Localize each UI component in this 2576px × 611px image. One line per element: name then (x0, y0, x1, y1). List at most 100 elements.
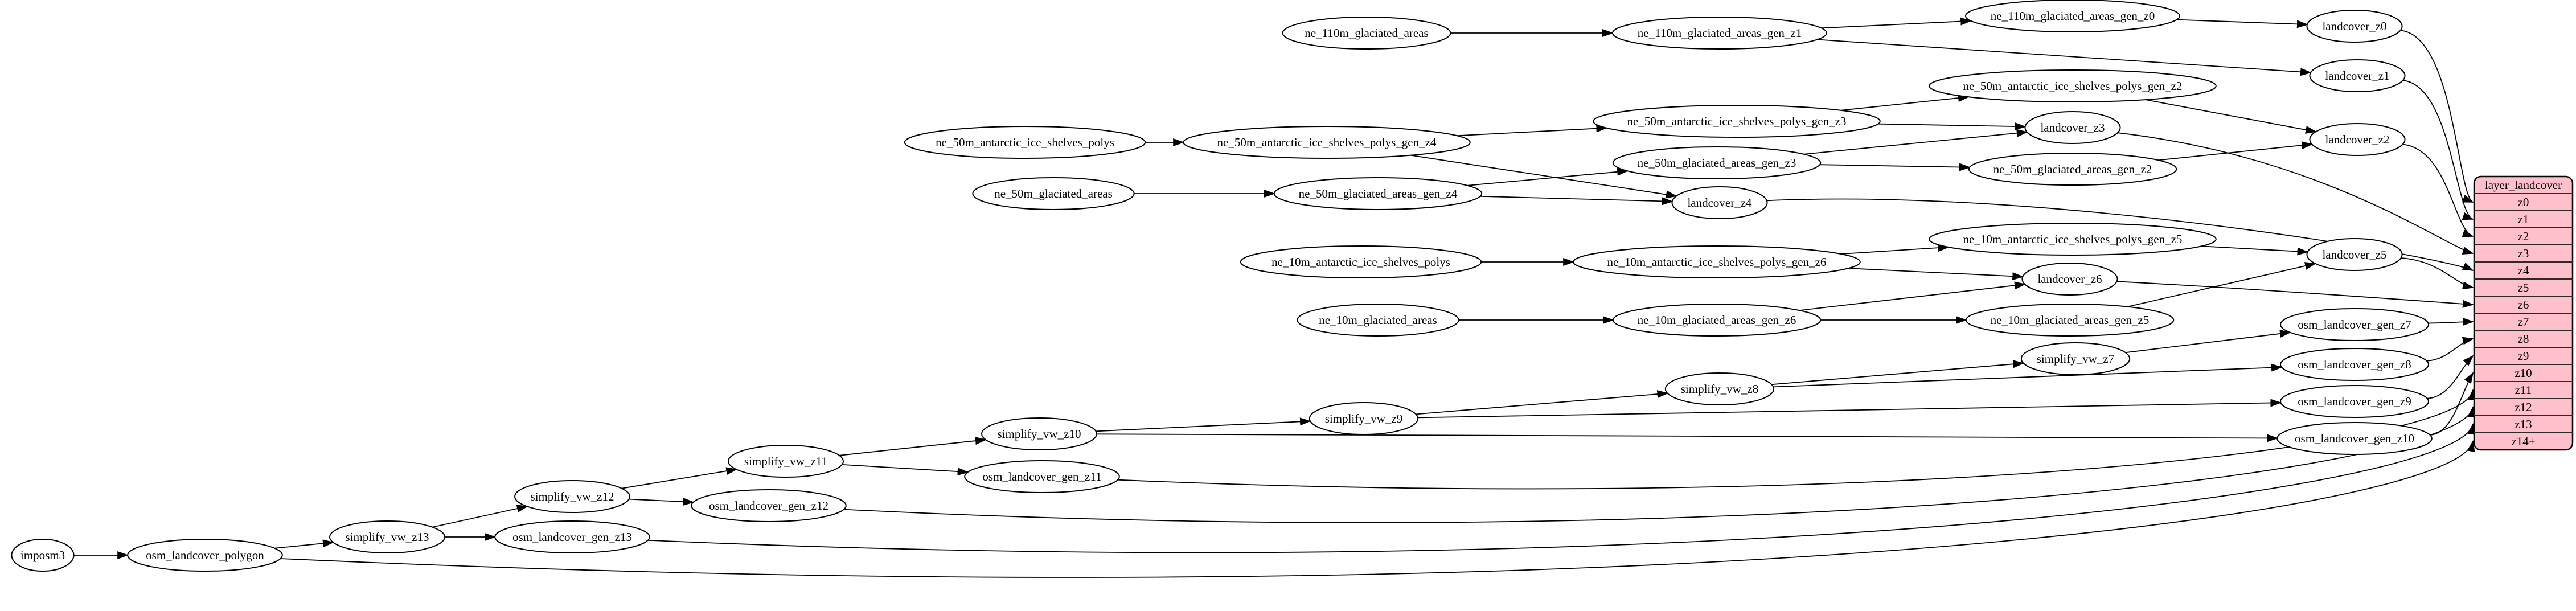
edge-ne_10m_antarctic_ice_shelves_polys_gen_z6-to-ne_10m_antarctic_ice_shelves_polys_gen_z5 (1841, 244, 1950, 255)
node-label-ne_110m_glaciated_areas: ne_110m_glaciated_areas (1305, 26, 1428, 40)
edge-landcover_z6-to-layer-row-z6 (2116, 281, 2474, 308)
node-label-ne_110m_glaciated_areas_gen_z1: ne_110m_glaciated_areas_gen_z1 (1638, 26, 1802, 40)
table-layer: layer_landcoverz0z1z2z3z4z5z6z7z8z9z10z1… (2473, 175, 2574, 451)
node-label-simplify_vw_z7: simplify_vw_z7 (2037, 352, 2115, 366)
table-row-z2: z2 (2518, 229, 2529, 243)
node-simplify_vw_z10: simplify_vw_z10 (981, 417, 1097, 450)
node-ne_50m_antarctic_ice_shelves_polys_gen_z3: ne_50m_antarctic_ice_shelves_polys_gen_z… (1593, 105, 1881, 138)
node-landcover_z4: landcover_z4 (1671, 186, 1768, 219)
node-label-osm_landcover_gen_z7: osm_landcover_gen_z7 (2298, 318, 2411, 331)
node-label-osm_landcover_gen_z12: osm_landcover_gen_z12 (709, 499, 828, 512)
edge-landcover_z4-to-layer-row-z4 (1766, 198, 2474, 271)
node-osm_landcover_gen_z13: osm_landcover_gen_z13 (494, 520, 650, 553)
node-ne_50m_glaciated_areas_gen_z2: ne_50m_glaciated_areas_gen_z2 (1968, 153, 2177, 186)
node-label-simplify_vw_z13: simplify_vw_z13 (346, 530, 429, 544)
node-ne_10m_glaciated_areas: ne_10m_glaciated_areas (1297, 304, 1459, 337)
edge-ne_50m_glaciated_areas_gen_z3-to-landcover_z3 (1804, 129, 2028, 155)
edge-simplify_vw_z8-to-osm_landcover_gen_z8 (1773, 363, 2283, 388)
node-ne_10m_glaciated_areas_gen_z6: ne_10m_glaciated_areas_gen_z6 (1612, 304, 1822, 337)
node-ellipse-osm_landcover_gen_z9 (2280, 385, 2429, 418)
node-ne_50m_glaciated_areas_gen_z3: ne_50m_glaciated_areas_gen_z3 (1612, 146, 1822, 179)
node-label-ne_50m_antarctic_ice_shelves_polys_gen_z2: ne_50m_antarctic_ice_shelves_polys_gen_z… (1963, 79, 2183, 93)
node-ellipse-ne_110m_glaciated_areas_gen_z0 (1965, 0, 2180, 32)
node-ellipse-ne_10m_antarctic_ice_shelves_polys_gen_z6 (1573, 245, 1861, 278)
node-ellipse-simplify_vw_z12 (514, 480, 630, 513)
node-ellipse-osm_landcover_gen_z12 (691, 489, 847, 522)
node-ne_10m_glaciated_areas_gen_z5: ne_10m_glaciated_areas_gen_z5 (1965, 304, 2175, 337)
node-label-landcover_z3: landcover_z3 (2040, 121, 2105, 134)
table-row-z11: z11 (2515, 383, 2532, 397)
table-row-z1: z1 (2518, 212, 2529, 226)
edge-simplify_vw_z10-to-simplify_vw_z9 (1096, 417, 1311, 432)
node-label-ne_10m_antarctic_ice_shelves_polys_gen_z6: ne_10m_antarctic_ice_shelves_polys_gen_z… (1607, 255, 1827, 269)
table-row-z0: z0 (2518, 195, 2529, 209)
edge-simplify_vw_z11-to-simplify_vw_z10 (839, 437, 987, 456)
node-ellipse-ne_10m_antarctic_ice_shelves_polys (1240, 245, 1482, 278)
node-ellipse-ne_10m_glaciated_areas (1297, 304, 1459, 337)
node-label-landcover_z6: landcover_z6 (2037, 272, 2102, 286)
node-landcover_z0: landcover_z0 (2306, 10, 2403, 43)
node-label-osm_landcover_gen_z11: osm_landcover_gen_z11 (982, 470, 1101, 483)
node-label-simplify_vw_z9: simplify_vw_z9 (1325, 412, 1403, 425)
edge-landcover_z1-to-layer-row-z1 (2402, 80, 2474, 220)
edge-simplify_vw_z13-to-simplify_vw_z12 (432, 505, 528, 528)
node-ne_110m_glaciated_areas_gen_z0: ne_110m_glaciated_areas_gen_z0 (1965, 0, 2180, 32)
edge-simplify_vw_z9-to-osm_landcover_gen_z9 (1417, 399, 2282, 419)
node-landcover_z2: landcover_z2 (2309, 123, 2406, 156)
node-ne_50m_glaciated_areas_gen_z4: ne_50m_glaciated_areas_gen_z4 (1273, 177, 1483, 210)
node-osm_landcover_gen_z12: osm_landcover_gen_z12 (691, 489, 847, 522)
table-row-z4: z4 (2518, 264, 2529, 277)
node-ellipse-landcover_z2 (2309, 123, 2406, 156)
edge-simplify_vw_z7-to-osm_landcover_gen_z7 (2125, 330, 2291, 354)
node-ne_50m_antarctic_ice_shelves_polys: ne_50m_antarctic_ice_shelves_polys (904, 126, 1146, 159)
edge-osm_landcover_polygon-to-simplify_vw_z13 (274, 539, 334, 549)
edge-ne_50m_antarctic_ice_shelves_polys_gen_z4-to-landcover_z4 (1410, 154, 1677, 199)
node-ellipse-landcover_z1 (2309, 59, 2406, 92)
edge-simplify_vw_z9-to-simplify_vw_z8 (1416, 390, 1669, 415)
edge-ne_10m_glaciated_areas_gen_z5-to-landcover_z5 (2127, 262, 2317, 307)
node-ellipse-landcover_z6 (2021, 263, 2118, 296)
node-ellipse-ne_10m_antarctic_ice_shelves_polys_gen_z5 (1929, 223, 2217, 256)
node-label-ne_50m_antarctic_ice_shelves_polys_gen_z4: ne_50m_antarctic_ice_shelves_polys_gen_z… (1217, 136, 1437, 149)
edge-osm_landcover_gen_z8-to-layer-row-z8 (2426, 337, 2474, 362)
edge-ne_50m_glaciated_areas_gen_z4-to-ne_50m_glaciated_areas_gen_z3 (1467, 167, 1629, 186)
edge-landcover_z0-to-layer-row-z0 (2400, 30, 2474, 203)
table-row-z12: z12 (2515, 400, 2532, 414)
node-ellipse-ne_10m_glaciated_areas_gen_z5 (1965, 304, 2175, 337)
table-row-z14+: z14+ (2511, 434, 2535, 448)
edge-simplify_vw_z11-to-osm_landcover_gen_z11 (842, 464, 969, 476)
node-ellipse-ne_110m_glaciated_areas_gen_z1 (1612, 17, 1827, 50)
edge-ne_50m_antarctic_ice_shelves_polys_gen_z3-to-ne_50m_antarctic_ice_shelves_polys_gen_z2 (1840, 94, 1970, 111)
edge-landcover_z5-to-layer-row-z5 (2401, 257, 2474, 290)
node-label-ne_50m_glaciated_areas_gen_z4: ne_50m_glaciated_areas_gen_z4 (1299, 187, 1458, 200)
node-landcover_z3: landcover_z3 (2024, 111, 2121, 144)
node-landcover_z5: landcover_z5 (2306, 238, 2403, 271)
node-ne_10m_antarctic_ice_shelves_polys: ne_10m_antarctic_ice_shelves_polys (1240, 245, 1482, 278)
node-label-ne_10m_glaciated_areas: ne_10m_glaciated_areas (1319, 313, 1437, 327)
edge-ne_110m_glaciated_areas_gen_z1-to-landcover_z1 (1817, 39, 2312, 76)
node-label-osm_landcover_gen_z8: osm_landcover_gen_z8 (2298, 358, 2411, 371)
edge-simplify_vw_z12-to-simplify_vw_z11 (621, 467, 738, 489)
edge-osm_landcover_gen_z9-to-layer-row-z9 (2427, 355, 2474, 399)
node-ellipse-osm_landcover_gen_z8 (2280, 348, 2429, 381)
node-label-landcover_z5: landcover_z5 (2322, 248, 2386, 261)
edge-ne_50m_antarctic_ice_shelves_polys_gen_z2-to-landcover_z2 (2146, 99, 2317, 134)
node-landcover_z1: landcover_z1 (2309, 59, 2406, 92)
node-ellipse-ne_10m_glaciated_areas_gen_z6 (1612, 304, 1822, 337)
node-simplify_vw_z9: simplify_vw_z9 (1308, 402, 1419, 435)
node-ellipse-ne_50m_glaciated_areas_gen_z4 (1273, 177, 1483, 210)
edge-osm_landcover_gen_z13-to-layer-row-z13 (647, 423, 2475, 553)
node-ellipse-osm_landcover_gen_z7 (2280, 308, 2429, 341)
node-label-ne_50m_glaciated_areas_gen_z3: ne_50m_glaciated_areas_gen_z3 (1638, 156, 1796, 170)
edge-ne_50m_glaciated_areas_gen_z4-to-landcover_z4 (1480, 195, 1673, 206)
node-label-ne_110m_glaciated_areas_gen_z0: ne_110m_glaciated_areas_gen_z0 (1991, 9, 2155, 23)
node-label-ne_50m_glaciated_areas_gen_z2: ne_50m_glaciated_areas_gen_z2 (1993, 162, 2152, 176)
node-osm_landcover_gen_z10: osm_landcover_gen_z10 (2276, 422, 2433, 455)
node-label-ne_10m_glaciated_areas_gen_z6: ne_10m_glaciated_areas_gen_z6 (1638, 313, 1796, 327)
node-ellipse-ne_50m_antarctic_ice_shelves_polys (904, 126, 1146, 159)
node-ne_50m_glaciated_areas: ne_50m_glaciated_areas (972, 177, 1135, 210)
node-label-ne_50m_glaciated_areas: ne_50m_glaciated_areas (994, 187, 1113, 200)
